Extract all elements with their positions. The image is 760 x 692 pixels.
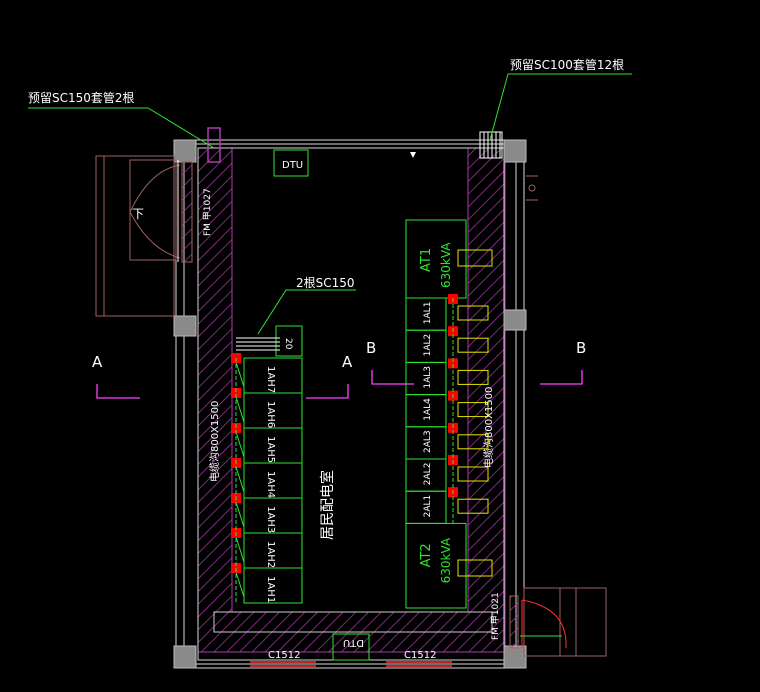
left-cabinet-label: 1AH1: [265, 576, 276, 603]
right-switchgear-row: AT1 630kVA 1AL1 1AL2 1AL3 1AL4 2AL3 2AL2 2AL1AT2…: [405, 219, 493, 609]
dtu-label-bottom: DTU: [343, 637, 364, 648]
left-cabinet: 1AH6: [235, 392, 303, 429]
cabinet-marker: [231, 388, 241, 398]
trench-label-left: 电缆沟800X1500: [208, 401, 221, 482]
left-cabinet: 1AH3: [235, 497, 303, 534]
section-mark-a-right: A: [342, 353, 353, 371]
dtu-box-bottom: [332, 633, 370, 661]
right-cabinet-label: 1AL4: [423, 398, 433, 421]
transformer-at2: [405, 522, 467, 609]
transformer-at1-rating: 630kVA: [439, 242, 453, 288]
section-mark-a-left: A: [92, 353, 103, 371]
wall-fixture-right: [526, 175, 538, 201]
window-label-right: C1512: [404, 650, 436, 661]
callout-sc100-reserve: 预留SC100套管12根: [510, 57, 624, 72]
window-label-left: C1512: [268, 650, 300, 661]
right-cabinet-label: 2AL3: [423, 430, 433, 453]
left-cabinet: 1AH5: [235, 427, 303, 464]
left-cabinet: 1AH4: [235, 462, 303, 499]
right-cabinet-label: 2AL1: [423, 495, 433, 518]
section-mark-b-right: B: [576, 339, 586, 357]
leader-lines: [28, 73, 632, 335]
left-cabinet-label: 1AH3: [265, 506, 276, 533]
left-cabinet-label: 1AH5: [265, 436, 276, 463]
small-cabinet: [275, 325, 303, 357]
left-cabinet: 1AH1: [235, 567, 303, 604]
section-mark-b-left: B: [366, 339, 376, 357]
left-cabinet-label: 1AH2: [265, 541, 276, 568]
left-cabinet-label: 1AH4: [265, 471, 276, 498]
left-cabinet: 1AH7: [235, 357, 303, 394]
right-cabinet-label: 1AL3: [423, 366, 433, 389]
left-cabinet-label: 1AH7: [265, 366, 276, 393]
left-cabinet: 1AH2: [235, 532, 303, 569]
transformer-at2-name: AT2: [419, 543, 434, 567]
cable-sleeves-sc150: [236, 337, 280, 351]
trench-label-right: 电缆沟800X1500: [482, 387, 495, 468]
sleeve-sc150: [207, 127, 221, 163]
cabinet-marker: [448, 358, 458, 369]
left-cabinet-label: 1AH6: [265, 401, 276, 428]
stair-door-left: [95, 155, 193, 317]
dtu-label-top: DTU: [282, 160, 303, 171]
dtu-box-top: [273, 149, 309, 177]
door-label-top: FM 甲1027: [202, 188, 213, 236]
transformer-at1-name: AT1: [419, 248, 434, 272]
door-label-bottom: FM 甲1021: [490, 592, 501, 640]
callout-sc150-two: 2根SC150: [296, 276, 355, 290]
sleeve-sc100: [479, 131, 503, 159]
right-cabinet-label: 2AL2: [423, 463, 433, 486]
structural-columns: [173, 139, 527, 669]
small-cabinet-label: 20: [283, 338, 293, 350]
stair-down-label: 下: [132, 207, 144, 221]
callout-sc150-reserve: 预留SC150套管2根: [28, 90, 135, 105]
right-cabinet-label: 1AL2: [423, 334, 433, 357]
right-cabinet-label: 1AL1: [423, 302, 433, 325]
left-switchgear-row: 1AH7 1AH6 1AH5 1AH4 1AH3 1AH2 1AH1: [231, 353, 303, 604]
transformer-at2-rating: 630kVA: [439, 537, 453, 583]
room-name: 居民配电室: [319, 470, 336, 540]
transformer-at1: [405, 219, 467, 299]
door-right-bottom: [509, 587, 607, 657]
drain-mark: [410, 152, 416, 158]
windows-bottom: [250, 661, 452, 667]
section-lines: [96, 370, 583, 399]
